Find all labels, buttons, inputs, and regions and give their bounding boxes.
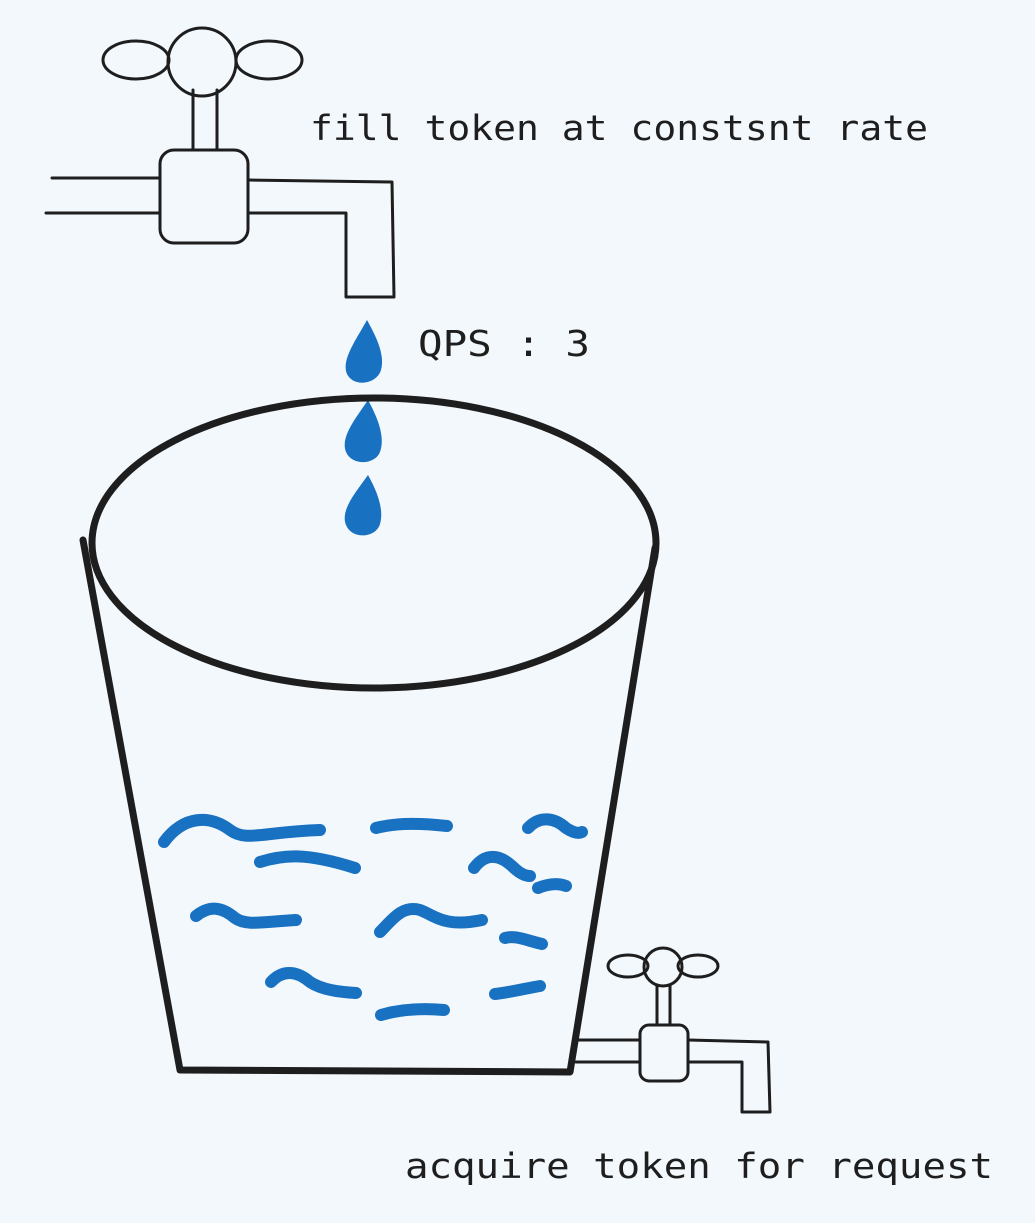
qps-label: QPS : 3 <box>418 324 590 365</box>
top-faucet-icon <box>44 26 396 299</box>
water-wave-icon <box>190 902 302 929</box>
bottom-faucet-icon <box>574 946 772 1114</box>
bucket-icon <box>79 394 660 1076</box>
water-wave-icon <box>374 903 488 938</box>
water-drop-icon <box>344 475 382 536</box>
acquire-token-label: acquire token for request <box>405 1147 993 1187</box>
water-wave-icon <box>375 1003 450 1021</box>
water-wave-icon <box>158 813 326 848</box>
water-wave-icon <box>254 850 361 874</box>
water-wave-icon <box>532 878 572 894</box>
water-wave-icon <box>265 967 362 999</box>
water-wave-icon <box>370 817 453 834</box>
water-drop-icon <box>344 400 382 463</box>
water-drop-icon <box>345 320 383 383</box>
water-wave-icon <box>499 931 548 950</box>
water-waves <box>158 813 588 1021</box>
water-wave-icon <box>522 813 588 839</box>
water-wave-icon <box>468 850 536 882</box>
water-drops <box>344 320 383 536</box>
water-wave-icon <box>489 980 546 1000</box>
fill-rate-label: fill token at constsnt rate <box>310 109 928 149</box>
